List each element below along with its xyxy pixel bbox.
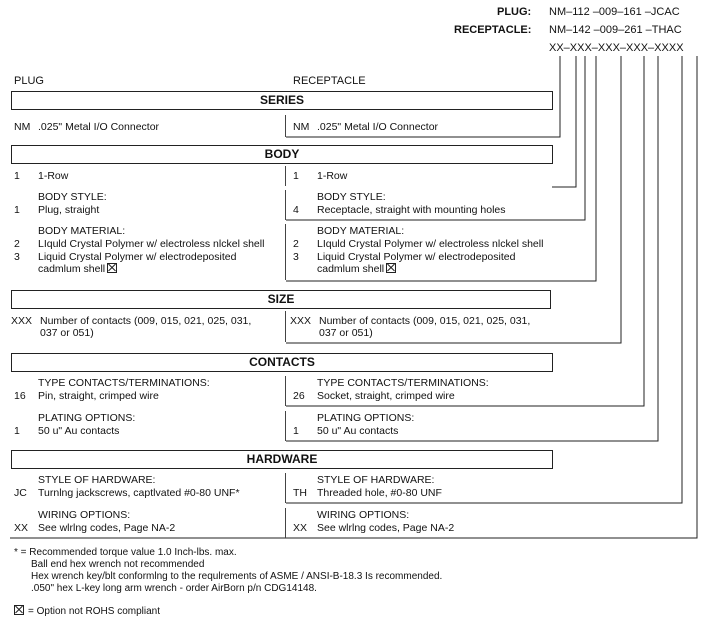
footnote-rohs-text: = Option not ROHS compliant xyxy=(28,606,161,617)
body-material-plug-label: BODY MATERIAL: xyxy=(38,225,126,237)
body-header: BODY xyxy=(11,145,553,164)
size-plug-code: XXX xyxy=(11,315,33,327)
size-receptacle-code: XXX xyxy=(290,315,312,327)
body-material-plug-text-2b-label: cadmlum shell xyxy=(38,263,106,275)
hardware-wiring-receptacle-label: WIRING OPTIONS: xyxy=(317,509,410,521)
body-material-plug-code-2: 3 xyxy=(14,251,20,263)
series-receptacle-code: NM xyxy=(293,121,310,133)
line-body-style xyxy=(286,56,586,221)
body-material-divider xyxy=(285,224,286,280)
series-receptacle-text: .025" Metal I/O Connector xyxy=(317,121,439,133)
body-style-divider xyxy=(285,190,286,220)
series-header: SERIES xyxy=(11,91,553,110)
body-material-plug-text-1: LIquld Crystal Polymer w/ electroless nl… xyxy=(38,238,265,250)
size-header: SIZE xyxy=(11,290,551,309)
contacts-type-plug-text: Pin, straight, crimped wire xyxy=(38,390,159,402)
hardware-wiring-receptacle-code: XX xyxy=(293,522,308,534)
line-body-rows xyxy=(552,56,577,188)
contacts-header: CONTACTS xyxy=(11,353,553,372)
size-divider xyxy=(285,311,286,342)
contacts-type-divider xyxy=(285,376,286,406)
body-material-receptacle-text-2b: cadmlum shell xyxy=(317,263,397,275)
size-plug-text-1: Number of contacts (009, 015, 021, 025, … xyxy=(40,315,252,327)
size-plug-text-2: 037 or 051) xyxy=(40,327,94,339)
body-material-plug-text-2: Liquid Crystal Polymer w/ electrodeposit… xyxy=(38,251,237,263)
hardware-wiring-plug-text: See wlrlng codes, Page NA-2 xyxy=(38,522,176,534)
contacts-plating-receptacle-label: PLATING OPTIONS: xyxy=(317,412,415,424)
line-body-material xyxy=(286,56,597,282)
receptacle-part-label: RECEPTACLE: xyxy=(454,24,532,36)
contacts-plating-plug-label: PLATING OPTIONS: xyxy=(38,412,136,424)
receptacle-column-header: RECEPTACLE xyxy=(293,75,366,87)
plug-column-header: PLUG xyxy=(14,75,44,87)
not-rohs-icon xyxy=(14,605,24,615)
contacts-plating-receptacle-code: 1 xyxy=(293,425,299,437)
line-series xyxy=(286,56,561,138)
body-style-plug-text: Plug, straight xyxy=(38,204,100,216)
series-plug-code: NM xyxy=(14,121,31,133)
hardware-wiring-plug-code: XX xyxy=(14,522,29,534)
hardware-header: HARDWARE xyxy=(11,450,553,469)
line-size xyxy=(286,56,622,344)
series-plug-text: .025" Metal I/O Connector xyxy=(38,121,160,133)
part-number-template: XX–XXX–XXX–XXX–XXXX xyxy=(549,42,684,54)
body-material-receptacle-text-1: LIquld Crystal Polymer w/ electroless nl… xyxy=(317,238,544,250)
hardware-wiring-plug-label: WIRING OPTIONS: xyxy=(38,509,131,521)
body-rows-plug-code: 1 xyxy=(14,170,20,182)
hardware-style-receptacle-code: TH xyxy=(293,487,307,499)
body-material-receptacle-label: BODY MATERIAL: xyxy=(317,225,405,237)
line-contacts-plating xyxy=(286,56,659,442)
body-style-receptacle-label: BODY STYLE: xyxy=(317,191,386,203)
body-style-receptacle-code: 4 xyxy=(293,204,299,216)
not-rohs-icon xyxy=(107,263,118,273)
body-material-plug-text-2b: cadmlum shell xyxy=(38,263,118,275)
size-receptacle-text-1: Number of contacts (009, 015, 021, 025, … xyxy=(319,315,531,327)
contacts-type-receptacle-label: TYPE CONTACTS/TERMINATIONS: xyxy=(317,377,489,389)
contacts-plating-divider xyxy=(285,411,286,441)
hardware-style-receptacle-label: STYLE OF HARDWARE: xyxy=(317,474,435,486)
footnote-rohs: = Option not ROHS compliant xyxy=(14,605,160,618)
hardware-style-divider xyxy=(285,473,286,503)
body-rows-receptacle-text: 1-Row xyxy=(317,170,348,182)
body-material-receptacle-code-1: 2 xyxy=(293,238,299,250)
plug-part-label: PLUG: xyxy=(497,6,532,18)
footnote-torque: * = Recommended torque value 1.0 Inch-lb… xyxy=(14,547,237,558)
series-divider xyxy=(285,115,286,137)
footnote-l-key: .050" hex L-key long arm wrench - order … xyxy=(31,583,317,594)
body-style-plug-label: BODY STYLE: xyxy=(38,191,107,203)
hardware-style-plug-code: JC xyxy=(14,487,27,499)
body-rows-divider xyxy=(285,166,286,186)
contacts-plating-receptacle-text: 50 u" Au contacts xyxy=(317,425,399,437)
size-receptacle-text-2: 037 or 051) xyxy=(319,327,373,339)
hardware-style-plug-text: Turnlng jackscrews, captlvated #0-80 UNF… xyxy=(38,487,240,499)
hardware-wiring-receptacle-text: See wlrlng codes, Page NA-2 xyxy=(317,522,455,534)
body-material-receptacle-text-2b-label: cadmlum shell xyxy=(317,263,385,275)
body-material-receptacle-text-2: Liquid Crystal Polymer w/ electrodeposit… xyxy=(317,251,516,263)
line-contacts-type xyxy=(286,56,645,407)
contacts-type-receptacle-text: Socket, straight, crimped wire xyxy=(317,390,455,402)
not-rohs-icon xyxy=(386,263,397,273)
receptacle-part-number: NM–142 –009–261 –THAC xyxy=(549,24,682,36)
line-hardware-style xyxy=(286,56,683,504)
line-hardware-wiring xyxy=(10,56,698,539)
body-rows-receptacle-code: 1 xyxy=(293,170,299,182)
body-style-receptacle-text: Receptacle, straight with mounting holes xyxy=(317,204,506,216)
contacts-type-receptacle-code: 26 xyxy=(293,390,305,402)
contacts-type-plug-code: 16 xyxy=(14,390,26,402)
plug-part-number: NM–112 –009–161 –JCAC xyxy=(549,6,680,18)
hardware-style-receptacle-text: Threaded hole, #0-80 UNF xyxy=(317,487,442,499)
hardware-style-plug-label: STYLE OF HARDWARE: xyxy=(38,474,156,486)
hardware-wiring-divider xyxy=(285,508,286,538)
body-style-plug-code: 1 xyxy=(14,204,20,216)
footnote-ball-end: Ball end hex wrench not recommended xyxy=(31,559,205,570)
body-material-plug-code-1: 2 xyxy=(14,238,20,250)
body-material-receptacle-code-2: 3 xyxy=(293,251,299,263)
footnote-hex-key: Hex wrench key/blt conformlng to the req… xyxy=(31,571,443,582)
contacts-type-plug-label: TYPE CONTACTS/TERMINATIONS: xyxy=(38,377,210,389)
contacts-plating-plug-text: 50 u" Au contacts xyxy=(38,425,120,437)
body-rows-plug-text: 1-Row xyxy=(38,170,69,182)
contacts-plating-plug-code: 1 xyxy=(14,425,20,437)
